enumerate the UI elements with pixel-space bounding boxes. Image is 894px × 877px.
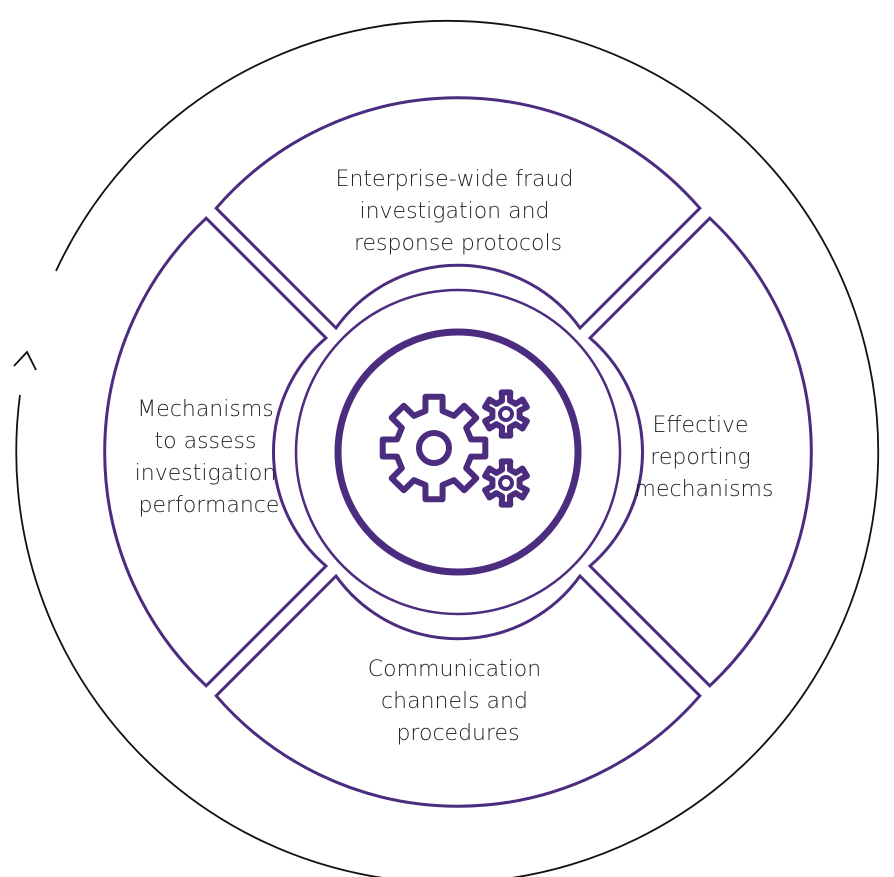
small-gear-top-hub bbox=[498, 406, 514, 422]
segment-top-shape bbox=[214, 96, 702, 331]
gears-icon bbox=[379, 389, 530, 508]
segment-right-shape bbox=[587, 216, 813, 688]
large-gear-icon bbox=[379, 393, 489, 503]
cycle-arrowhead-icon bbox=[13, 350, 37, 371]
segment-top-label: Enterprise-wide fraud investigation and … bbox=[336, 167, 581, 256]
segment-left-shape bbox=[103, 216, 329, 688]
hub-inner-ring bbox=[334, 328, 582, 576]
small-gear-top-icon bbox=[482, 389, 530, 439]
large-gear-hub bbox=[416, 430, 452, 466]
small-gear-bottom-hub bbox=[498, 475, 514, 491]
segment-left-label: Mechanisms to assess investigation perfo… bbox=[135, 397, 284, 518]
segment-bottom-shape bbox=[214, 573, 702, 808]
cycle-arc bbox=[15, 19, 880, 877]
small-gear-bottom-icon bbox=[482, 458, 530, 508]
segment-right-label: Effective reporting mechanisms bbox=[635, 413, 774, 502]
segment-bottom-label: Communication channels and procedures bbox=[368, 657, 548, 746]
